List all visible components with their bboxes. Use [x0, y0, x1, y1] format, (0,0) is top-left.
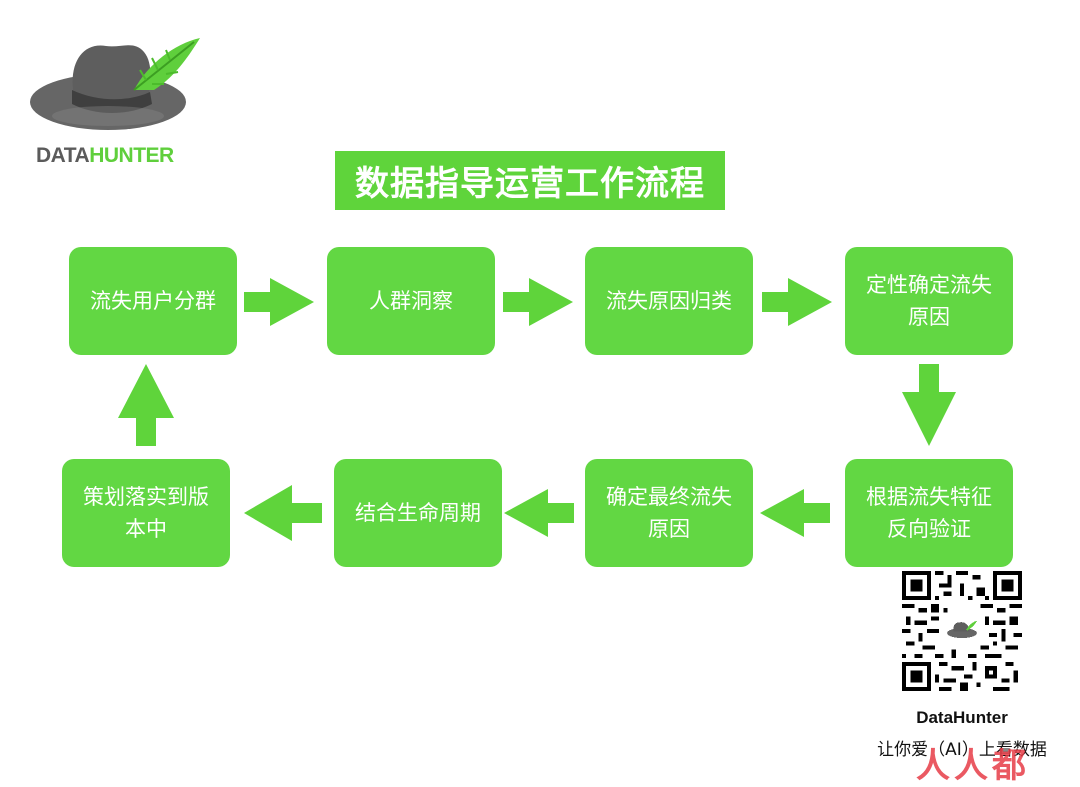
arrow-left-1	[760, 489, 830, 537]
feather-icon	[133, 38, 200, 91]
arrow-right-2	[503, 278, 573, 326]
wordmark-data: DATA	[36, 144, 90, 167]
node-label-line2: 原因	[648, 517, 690, 541]
flow-node-2: 人群洞察	[327, 247, 495, 355]
flow-node-7: 结合生命周期	[334, 459, 502, 567]
flow-node-1: 流失用户分群	[69, 247, 237, 355]
node-label: 结合生命周期	[355, 501, 481, 525]
node-label: 流失原因归类	[606, 289, 732, 313]
qr-code-icon	[902, 571, 1022, 691]
diagram-title: 数据指导运营工作流程	[335, 151, 725, 210]
node-label-line1: 策划落实到版	[83, 485, 209, 509]
datahunter-hat-logo	[30, 38, 200, 130]
flow-node-8: 策划落实到版 本中	[62, 459, 230, 567]
node-label-line2: 本中	[125, 517, 167, 541]
watermark-text: 人人都	[916, 746, 1030, 786]
arrow-down	[902, 364, 956, 446]
arrow-left-2	[504, 489, 574, 537]
datahunter-wordmark: DATAHUNTER	[36, 144, 174, 168]
node-label-line1: 根据流失特征	[866, 485, 992, 509]
arrow-right-1	[244, 278, 314, 326]
flow-node-5: 根据流失特征 反向验证	[845, 459, 1013, 567]
wordmark-hunter: HUNTER	[89, 144, 174, 167]
arrow-left-3	[244, 485, 322, 541]
qr-caption-slogan: 让你爱（AI）上看数据	[877, 740, 1047, 760]
arrow-up	[118, 364, 174, 446]
qr-caption-name: DataHunter	[916, 708, 1008, 727]
node-label: 流失用户分群	[90, 289, 216, 313]
flow-node-3: 流失原因归类	[585, 247, 753, 355]
node-label-line1: 定性确定流失	[866, 273, 992, 297]
flow-node-4: 定性确定流失 原因	[845, 247, 1013, 355]
flow-node-6: 确定最终流失 原因	[585, 459, 753, 567]
node-label-line2: 原因	[908, 305, 950, 329]
node-label-line1: 确定最终流失	[606, 485, 732, 509]
node-label-line2: 反向验证	[887, 517, 971, 541]
watermark-logo: 人人都	[916, 738, 1066, 786]
arrow-right-3	[762, 278, 832, 326]
node-label: 人群洞察	[369, 289, 453, 313]
